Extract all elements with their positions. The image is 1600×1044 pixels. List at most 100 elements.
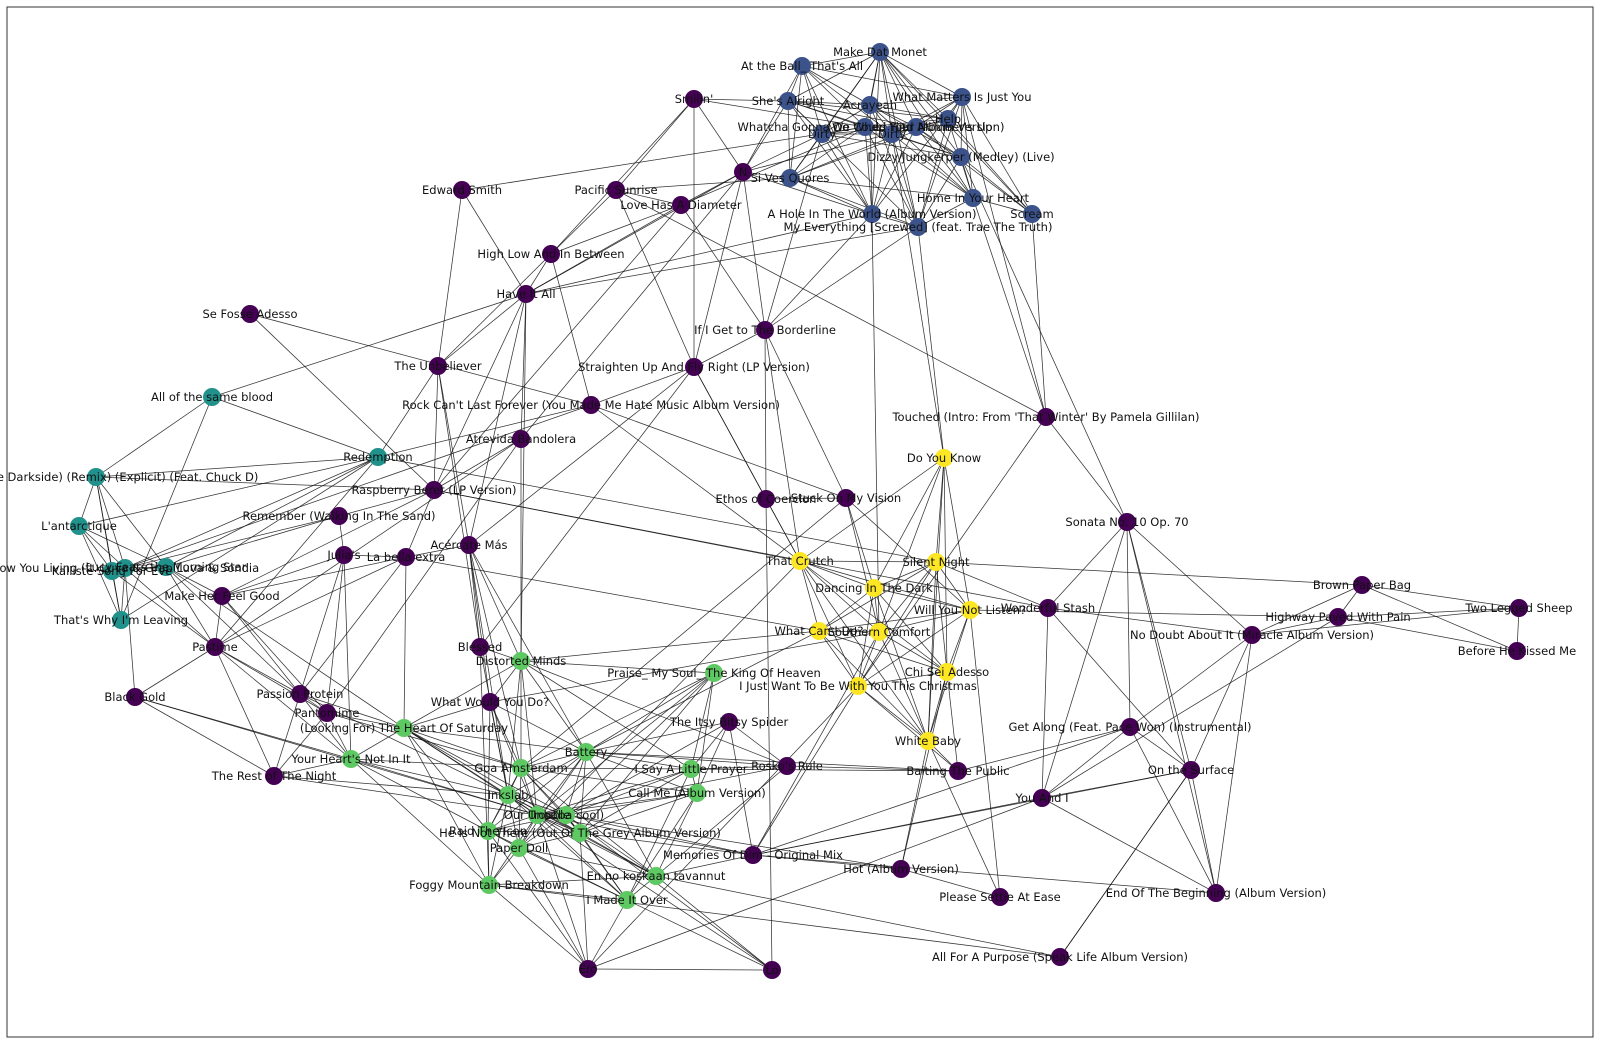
- node-label: Do You Know: [907, 451, 981, 465]
- graph-edge: [845, 497, 880, 633]
- node-label: A Hole In The World (Album Version): [768, 207, 977, 221]
- graph-edge: [818, 630, 880, 633]
- graph-edge: [550, 204, 682, 255]
- graph-edge: [214, 646, 352, 760]
- graph-edge: [487, 830, 589, 970]
- graph-edge: [1126, 521, 1131, 728]
- node-label: La bella extra: [367, 550, 446, 564]
- graph-edge: [585, 751, 692, 770]
- graph-edge: [518, 847, 628, 901]
- graph-edge: [487, 830, 490, 886]
- node-label: Dizzy/Jungkerper (Medley) (Live): [867, 150, 1054, 164]
- graph-node: [1207, 884, 1225, 902]
- graph-node: [510, 839, 528, 857]
- graph-edge: [437, 365, 481, 648]
- graph-edge: [818, 587, 875, 632]
- graph-edge: [78, 456, 379, 527]
- graph-node: [849, 677, 867, 695]
- graph-node: [682, 760, 700, 778]
- graph-edge: [433, 293, 527, 491]
- graph-edge: [935, 561, 1049, 609]
- graph-edge: [468, 366, 695, 546]
- graph-edge: [799, 457, 945, 562]
- graph-edge: [536, 814, 628, 901]
- graph-node: [856, 118, 874, 136]
- graph-edge: [752, 854, 1217, 894]
- graph-node: [479, 822, 497, 840]
- node-label: Pastime: [192, 640, 237, 654]
- graph-edge: [579, 751, 587, 834]
- graph-edge: [1126, 521, 1192, 771]
- graph-edge: [461, 126, 866, 191]
- graph-edge: [437, 189, 463, 367]
- graph-edge: [520, 630, 820, 662]
- graph-node: [471, 638, 489, 656]
- graph-edge: [693, 98, 789, 102]
- graph-edge: [165, 566, 405, 729]
- graph-edge: [221, 554, 345, 597]
- graph-node: [112, 611, 130, 629]
- graph-edge: [900, 740, 929, 870]
- graph-node: [778, 757, 796, 775]
- graph-edge: [165, 566, 216, 648]
- graph-node: [793, 57, 811, 75]
- graph-edge: [433, 204, 682, 491]
- node-label: Ero: [579, 962, 598, 976]
- node-label: What Can I Do?: [775, 624, 864, 638]
- node-label: Se Fosse Adesso: [202, 307, 297, 321]
- graph-node: [512, 430, 530, 448]
- node-label: Acércate Más: [430, 538, 507, 552]
- node-label: Redemption: [343, 450, 412, 464]
- node-label: Si Ves Quores: [751, 171, 830, 185]
- node-label: Smilin': [675, 92, 714, 106]
- graph-edge: [518, 832, 581, 849]
- graph-node: [837, 489, 855, 507]
- graph-edge: [405, 556, 820, 632]
- graph-edge: [585, 751, 788, 767]
- node-label: Touched (Intro: From 'That Winter' By Pa…: [891, 410, 1199, 424]
- graph-node: [1033, 789, 1051, 807]
- graph-edge: [857, 609, 971, 687]
- graph-edge: [405, 489, 435, 558]
- graph-edge: [764, 329, 801, 562]
- graph-edge: [433, 438, 522, 491]
- graph-edge: [789, 133, 823, 179]
- graph-edge: [764, 329, 767, 500]
- graph-node: [453, 181, 471, 199]
- graph-edge: [488, 884, 589, 970]
- graph-edge: [1041, 797, 1217, 894]
- graph-edge: [960, 156, 1033, 215]
- graph-node: [939, 110, 957, 128]
- graph-edge: [350, 727, 405, 760]
- node-label: En no koskaan tavannut: [587, 869, 726, 883]
- graph-edge: [690, 768, 959, 772]
- node-label: Chi Sei Adesso: [905, 665, 989, 679]
- graph-edge: [520, 767, 657, 877]
- graph-edge: [615, 189, 1047, 418]
- node-label: At the Ball_ That's All: [741, 59, 863, 73]
- graph-edge: [690, 721, 730, 770]
- graph-edge: [468, 544, 522, 662]
- graph-node: [481, 693, 499, 711]
- graph-edge: [1047, 521, 1128, 609]
- graph-node: [512, 759, 530, 777]
- graph-edge: [587, 685, 859, 970]
- graph-edge: [299, 693, 352, 760]
- graph-edge: [124, 567, 216, 648]
- node-label: Make Her Feel Good: [164, 589, 279, 603]
- node-label: How You Living (ft. Luva & Grap Luva & S…: [0, 561, 259, 575]
- graph-edge: [873, 587, 948, 673]
- graph-edge: [915, 126, 962, 158]
- graph-edge: [437, 365, 470, 546]
- graph-edge: [214, 556, 407, 648]
- graph-edge: [799, 560, 875, 589]
- graph-edge: [915, 126, 1033, 215]
- graph-edge: [520, 293, 527, 662]
- graph-edge: [350, 758, 490, 886]
- graph-edge: [520, 660, 587, 753]
- graph-node: [557, 806, 575, 824]
- node-label: Will You Not Listen?: [914, 603, 1026, 617]
- graph-node: [961, 601, 979, 619]
- graph-edge: [818, 630, 859, 687]
- node-label: Raid The Icon: [449, 824, 527, 838]
